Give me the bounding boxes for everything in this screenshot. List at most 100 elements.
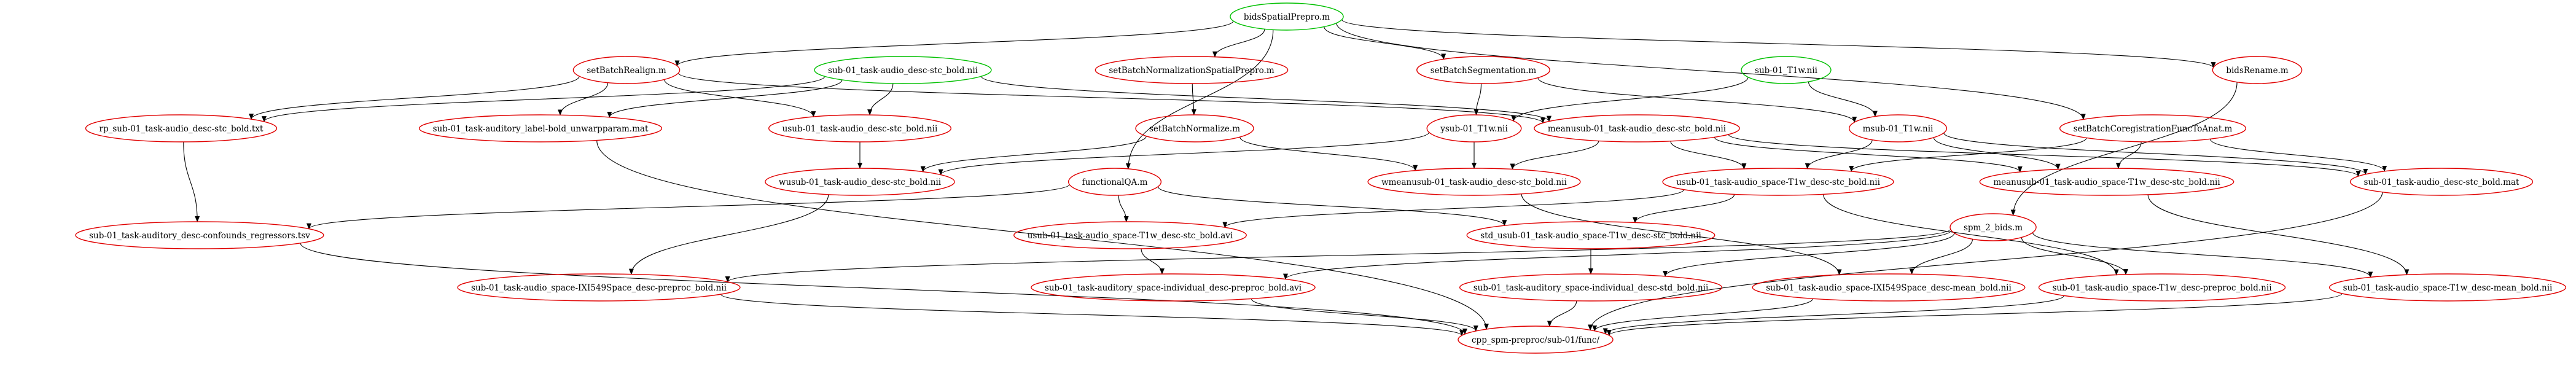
node-ellipse — [814, 56, 992, 84]
node-label: sub-01_task-auditory_space-individual_de… — [1473, 283, 1709, 293]
edge-ixi-preproc-to-cpp-func — [720, 294, 1464, 337]
edge-arrow — [607, 79, 843, 118]
node-sub01-bold: sub-01_task-audio_desc-stc_bold.nii — [814, 56, 992, 84]
edge-bidsrename-to-spm2bids — [2010, 82, 2238, 216]
edge-msub-to-stc-mat — [1943, 133, 2368, 175]
node-label: sub-01_task-audio_space-T1w_desc-mean_bo… — [2343, 283, 2553, 293]
node-t1w-mean: sub-01_task-audio_space-T1w_desc-mean_bo… — [2328, 273, 2567, 302]
edge-meanusub-to-usub-space — [1670, 141, 1747, 170]
node-ellipse — [2059, 114, 2247, 142]
node-ellipse — [1979, 168, 2234, 196]
node-bidsrename: bidsRename.m — [2212, 56, 2303, 84]
edge-arrow — [1521, 193, 1842, 276]
edge-setbatchrealign-to-usub — [664, 79, 816, 118]
edge-confounds-to-cpp-func — [300, 243, 1467, 335]
edge-arrow — [677, 72, 1545, 124]
node-label: ysub-01_T1w.nii — [1440, 124, 1508, 134]
edge-sub01-bold-to-meanusub — [981, 76, 1551, 122]
node-bidsspatialprepro: bidsSpatialPrepro.m — [1230, 2, 1344, 31]
edge-sub01-t1w-to-ysub — [1511, 77, 1749, 122]
edge-meanusub-to-stc-mat — [1728, 134, 2361, 177]
node-unwarpparam: sub-01_task-auditory_label-bold_unwarppa… — [418, 114, 663, 142]
edge-bidsspatialprepro-to-setbatchrealign — [674, 20, 1234, 67]
node-usub-space: usub-01_task-audio_space-T1w_desc-stc_bo… — [1662, 168, 1894, 196]
node-meanusub-space: meanusub-01_task-audio_space-T1w_desc-st… — [1979, 168, 2234, 196]
node-ellipse — [1416, 56, 1550, 84]
edge-functionalqa-to-usub-avi — [1118, 195, 1129, 222]
node-ellipse — [418, 114, 663, 142]
edge-spm2bids-to-indiv-std — [1663, 233, 1955, 277]
edge-arrow — [183, 141, 200, 222]
edge-usub-space-to-std-usub — [1633, 194, 1735, 224]
node-t1w-preproc: sub-01_task-audio_space-T1w_desc-preproc… — [2038, 273, 2286, 302]
edge-bidsspatialprepro-to-functionalqa — [1125, 29, 1274, 170]
node-ixi-preproc: sub-01_task-audio_space-IXI549Space_desc… — [457, 273, 741, 302]
edge-arrow — [2032, 232, 2373, 278]
node-ellipse — [1367, 168, 1581, 196]
node-setbatchrealign: setBatchRealign.m — [572, 56, 681, 84]
node-ellipse — [1031, 273, 1316, 302]
edge-setbatchnormspatial-to-setbatchnormalize — [1191, 83, 1196, 115]
edge-arrow — [2115, 141, 2142, 170]
edge-arrow — [1633, 194, 1735, 224]
edge-arrow — [1728, 134, 2361, 177]
edge-arrow — [1592, 298, 1813, 332]
node-label: setBatchCoregistrationFuncToAnat.m — [2074, 124, 2233, 134]
edge-sub01-bold-to-rp — [262, 76, 825, 123]
node-msub: msub-01_T1w.nii — [1848, 114, 1948, 142]
node-label: spm_2_bids.m — [1964, 223, 2023, 233]
node-label: wmeanusub-01_task-audio_desc-stc_bold.ni… — [1381, 177, 1567, 187]
edge-wmeanusub-to-ixi-mean — [1521, 193, 1842, 276]
edge-arrow — [867, 83, 894, 116]
edge-arrow — [1239, 136, 1418, 171]
edge-setbatchnormalize-to-wusub — [920, 136, 1147, 173]
edge-arrow — [558, 82, 609, 116]
node-meanusub: meanusub-01_task-audio_desc-stc_bold.nii — [1534, 114, 1740, 142]
edge-arrow — [1909, 239, 1973, 275]
node-ellipse — [1662, 168, 1894, 196]
node-indiv-std: sub-01_task-auditory_space-individual_de… — [1459, 273, 1723, 302]
node-wmeanusub: wmeanusub-01_task-audio_desc-stc_bold.ni… — [1367, 168, 1581, 196]
node-ellipse — [1752, 273, 2026, 302]
node-ellipse — [1741, 56, 1832, 84]
node-ellipse — [2212, 56, 2303, 84]
edge-bidsspatialprepro-to-setbatchnormspatial — [1212, 29, 1265, 58]
node-ellipse — [2038, 273, 2286, 302]
edge-arrow — [1212, 29, 1265, 58]
node-ellipse — [765, 168, 955, 196]
node-label: setBatchSegmentation.m — [1430, 66, 1537, 76]
edge-meanusub-to-wmeanusub — [1510, 141, 1599, 170]
edge-t1w-mean-to-cpp-func — [1607, 293, 2343, 337]
edge-layer — [183, 19, 2410, 337]
edge-usub-avi-to-indiv-avi — [1141, 248, 1165, 275]
node-cpp-func: cpp_spm-preproc/sub-01/func/ — [1458, 326, 1614, 354]
edge-setbatchcoreg-to-meanusub-space — [2115, 141, 2142, 170]
node-ellipse — [1848, 114, 1948, 142]
node-ellipse — [1135, 114, 1254, 142]
edge-ysub-to-wusub — [938, 131, 1430, 176]
node-label: usub-01_task-audio_space-T1w_desc-stc_bo… — [1676, 177, 1880, 187]
edge-functionalqa-to-std-usub — [1157, 186, 1507, 227]
node-ellipse — [1466, 221, 1715, 249]
edge-sub01-bold-to-usub — [867, 83, 894, 116]
edge-arrow — [1157, 186, 1507, 227]
edge-functionalqa-to-confounds — [306, 184, 1070, 230]
node-label: sub-01_task-audio_desc-stc_bold.mat — [2364, 177, 2519, 187]
node-ellipse — [1950, 213, 2037, 241]
edge-rp-to-confounds — [183, 141, 200, 222]
node-setbatchnormalize: setBatchNormalize.m — [1135, 114, 1254, 142]
node-label: functionalQA.m — [1082, 177, 1148, 187]
edge-arrow — [1602, 295, 2064, 335]
node-label: sub-01_task-auditory_space-individual_de… — [1045, 283, 1302, 293]
edge-arrow — [1336, 23, 2086, 120]
edge-arrow — [2010, 82, 2238, 216]
edge-arrow — [249, 76, 580, 120]
edge-arrow — [674, 20, 1234, 67]
edge-setbatchrealign-to-meanusub — [677, 72, 1545, 124]
node-sub01-t1w: sub-01_T1w.nii — [1741, 56, 1832, 84]
node-ellipse — [75, 221, 324, 249]
node-setbatchnormspatial: setBatchNormalizationSpatialPrepro.m — [1095, 56, 1289, 84]
edge-sub01-t1w-to-msub — [1808, 82, 1878, 117]
edge-arrow — [1510, 141, 1599, 170]
node-label: bidsRename.m — [2226, 66, 2289, 76]
